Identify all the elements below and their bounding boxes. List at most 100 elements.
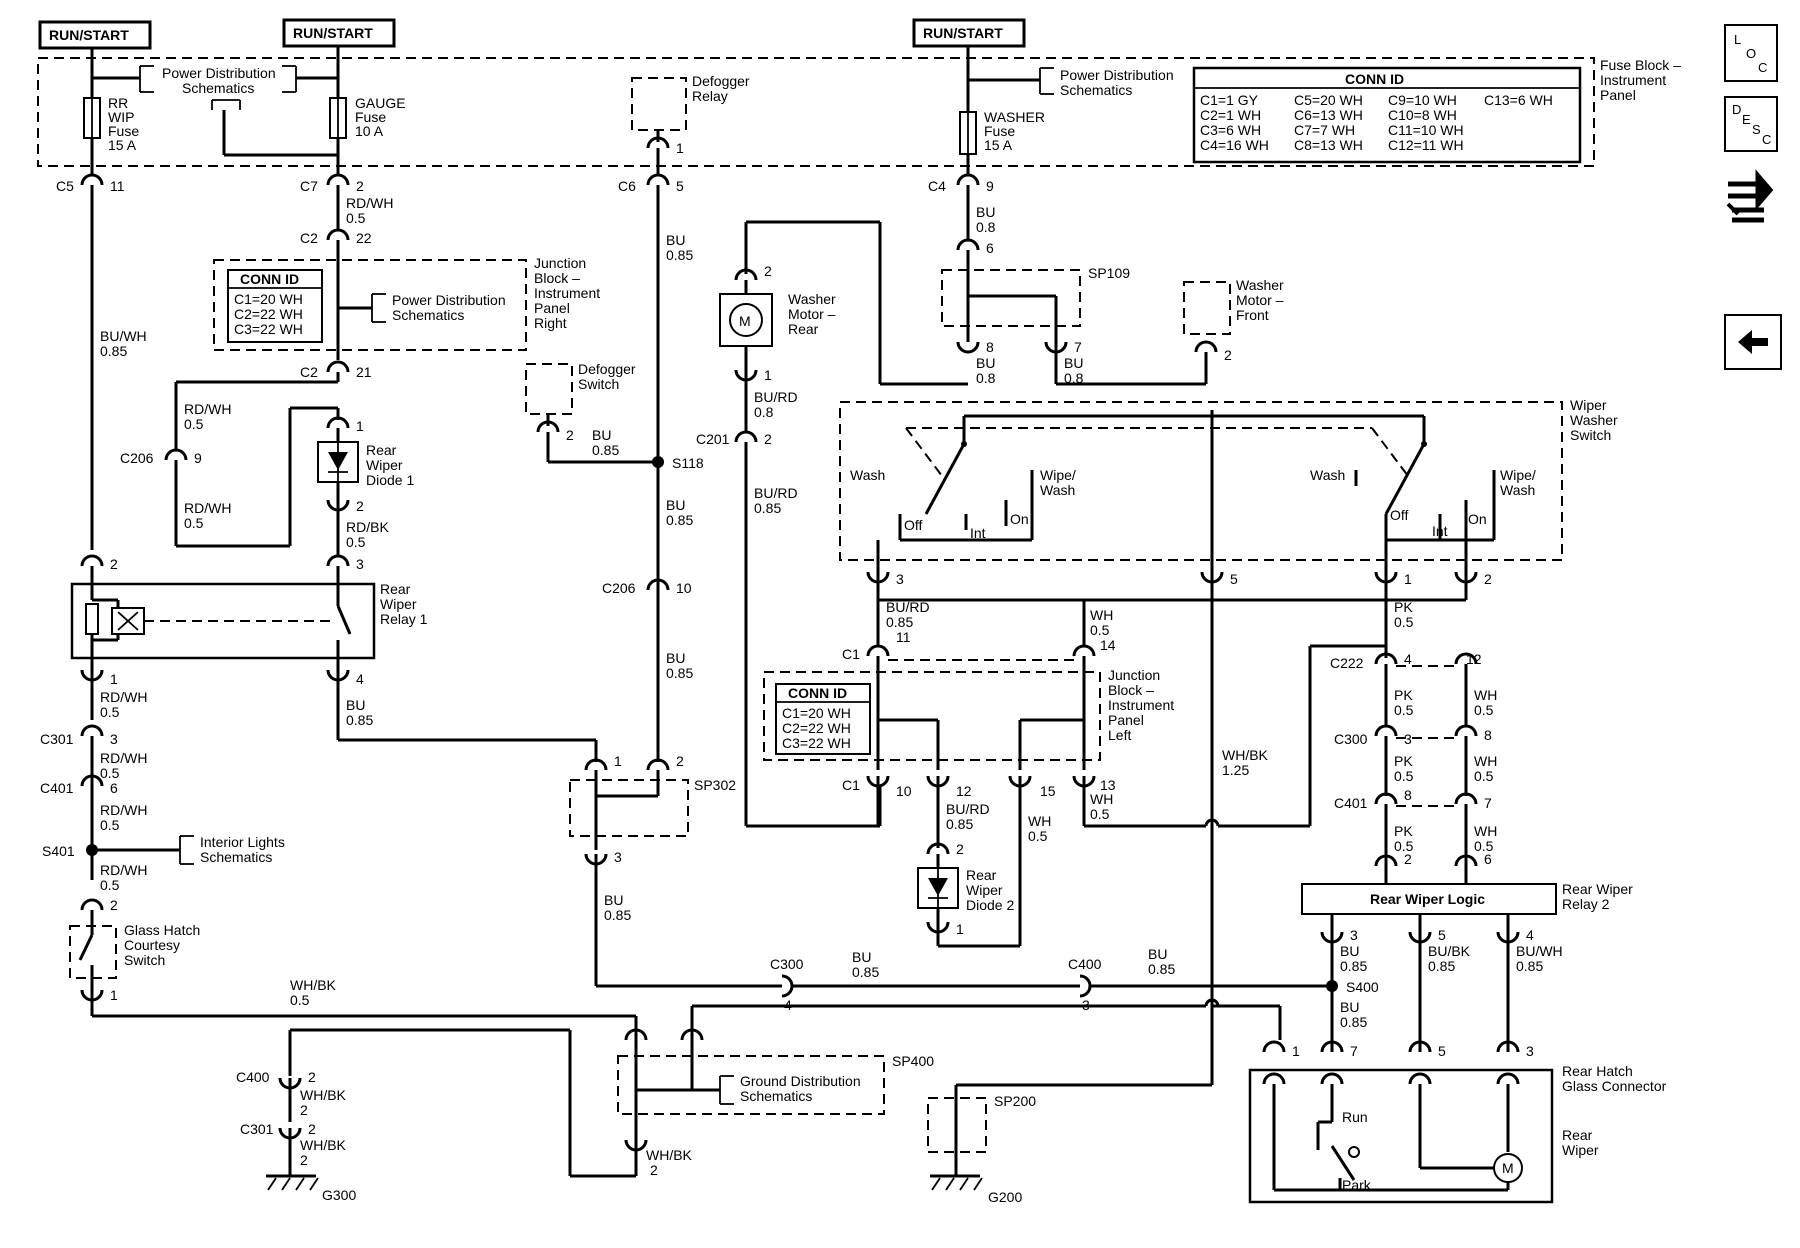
svg-text:RD/WH: RD/WH	[100, 862, 147, 878]
run-start-tag-2: RUN/START	[282, 18, 396, 48]
svg-text:WH/BK: WH/BK	[1222, 747, 1269, 763]
svg-text:WASHER: WASHER	[984, 109, 1045, 125]
svg-text:1: 1	[764, 367, 772, 383]
back-button[interactable]	[1724, 314, 1782, 370]
svg-text:Relay: Relay	[692, 88, 728, 104]
svg-text:0.85: 0.85	[1340, 958, 1367, 974]
svg-text:0.8: 0.8	[976, 370, 996, 386]
svg-text:Off: Off	[1390, 507, 1409, 523]
svg-text:GAUGE: GAUGE	[355, 95, 406, 111]
svg-text:0.5: 0.5	[1474, 702, 1494, 718]
svg-text:C301: C301	[240, 1121, 274, 1137]
svg-text:Diode 2: Diode 2	[966, 897, 1014, 913]
svg-text:Washer: Washer	[1570, 412, 1618, 428]
rear-hatch-glass-connector-label: Rear Hatch Glass Connector	[1562, 1063, 1667, 1094]
svg-text:9: 9	[986, 178, 994, 194]
connector-tool-icon[interactable]	[1724, 166, 1780, 226]
svg-text:11: 11	[110, 178, 125, 194]
svg-text:Run: Run	[1342, 1109, 1368, 1125]
svg-text:BU/WH: BU/WH	[100, 328, 147, 344]
svg-text:WH: WH	[1474, 753, 1497, 769]
svg-text:4: 4	[356, 671, 364, 687]
conn-id-table-junction-left: CONN ID C1=20 WH C2=22 WH C3=22 WH	[775, 683, 871, 755]
svg-text:C2: C2	[300, 364, 318, 380]
svg-text:7: 7	[1350, 1043, 1358, 1059]
svg-text:SP200: SP200	[994, 1093, 1036, 1109]
svg-text:0.85: 0.85	[1148, 961, 1175, 977]
svg-text:RD/WH: RD/WH	[100, 750, 147, 766]
svg-text:Glass Hatch: Glass Hatch	[124, 922, 200, 938]
svg-text:Fuse: Fuse	[108, 123, 139, 139]
rear-wiper-logic	[1301, 883, 1557, 915]
svg-text:WIP: WIP	[108, 109, 134, 125]
wiper-washer-switch	[839, 401, 1563, 561]
svg-text:2: 2	[764, 263, 772, 279]
svg-text:2: 2	[1224, 347, 1232, 363]
svg-text:0.5: 0.5	[1394, 614, 1414, 630]
svg-text:Rear: Rear	[366, 442, 397, 458]
svg-text:Instrument: Instrument	[1108, 697, 1174, 713]
loc-button[interactable]: L O C	[1724, 24, 1778, 82]
svg-text:Interior Lights: Interior Lights	[200, 834, 285, 850]
svg-text:On: On	[1010, 511, 1029, 527]
svg-text:WH: WH	[1474, 823, 1497, 839]
svg-text:C9=10 WH: C9=10 WH	[1388, 92, 1457, 108]
svg-text:12: 12	[956, 783, 972, 799]
svg-text:Diode 1: Diode 1	[366, 472, 414, 488]
svg-text:C1=20 WH: C1=20 WH	[234, 291, 303, 307]
svg-text:0.5: 0.5	[346, 534, 366, 550]
svg-text:Block –: Block –	[1108, 682, 1154, 698]
svg-text:BU: BU	[604, 892, 623, 908]
svg-text:Switch: Switch	[578, 376, 619, 392]
svg-text:Wash: Wash	[1040, 482, 1075, 498]
svg-text:PK: PK	[1394, 687, 1413, 703]
loc-letter: L	[1734, 32, 1742, 47]
interior-lights-label: Interior Lights Schematics	[200, 834, 285, 865]
power-dist-label-1: Power Distribution Schematics	[162, 65, 276, 96]
svg-text:Fuse Block –: Fuse Block –	[1600, 57, 1681, 73]
svg-text:2: 2	[110, 556, 118, 572]
svg-text:Switch: Switch	[1570, 427, 1611, 443]
svg-text:C4: C4	[928, 178, 946, 194]
svg-text:0.5: 0.5	[100, 817, 120, 833]
svg-text:RD/WH: RD/WH	[184, 401, 231, 417]
svg-text:CONN ID: CONN ID	[788, 685, 847, 701]
ground-g200	[930, 1174, 983, 1191]
desc-button[interactable]: D E S C	[1724, 96, 1778, 152]
svg-text:Int: Int	[970, 525, 986, 541]
svg-text:BU: BU	[976, 204, 995, 220]
svg-text:0.85: 0.85	[1516, 958, 1543, 974]
svg-text:C2=1 WH: C2=1 WH	[1200, 107, 1261, 123]
svg-text:21: 21	[356, 364, 372, 380]
svg-text:5: 5	[1230, 571, 1238, 587]
svg-text:0.85: 0.85	[666, 247, 693, 263]
svg-text:RD/BK: RD/BK	[346, 519, 389, 535]
power-dist-label-3: Power Distribution Schematics	[392, 292, 506, 323]
defogger-relay	[631, 77, 687, 131]
svg-text:0.5: 0.5	[100, 765, 120, 781]
svg-text:2: 2	[764, 431, 772, 447]
svg-text:RD/WH: RD/WH	[100, 802, 147, 818]
run-start-tag-3: RUN/START	[912, 18, 1026, 48]
svg-text:Wash: Wash	[1500, 482, 1535, 498]
svg-text:Wiper: Wiper	[380, 596, 417, 612]
svg-text:0.5: 0.5	[346, 210, 366, 226]
svg-text:C8=13 WH: C8=13 WH	[1294, 137, 1363, 153]
svg-text:2: 2	[356, 178, 364, 194]
svg-text:C3=22 WH: C3=22 WH	[234, 321, 303, 337]
svg-text:0.8: 0.8	[754, 404, 774, 420]
svg-text:RD/WH: RD/WH	[184, 500, 231, 516]
svg-text:1: 1	[614, 753, 622, 769]
svg-text:C400: C400	[1068, 956, 1102, 972]
svg-text:BU/RD: BU/RD	[946, 801, 990, 817]
svg-text:BU: BU	[346, 697, 365, 713]
svg-text:C4=16 WH: C4=16 WH	[1200, 137, 1269, 153]
arrow-left-icon	[1738, 330, 1768, 354]
svg-text:WH/BK: WH/BK	[646, 1147, 693, 1163]
svg-text:0.5: 0.5	[184, 515, 204, 531]
svg-text:Schematics: Schematics	[182, 80, 254, 96]
svg-text:0.5: 0.5	[1474, 768, 1494, 784]
svg-text:Right: Right	[534, 315, 567, 331]
svg-text:0.85: 0.85	[1428, 958, 1455, 974]
